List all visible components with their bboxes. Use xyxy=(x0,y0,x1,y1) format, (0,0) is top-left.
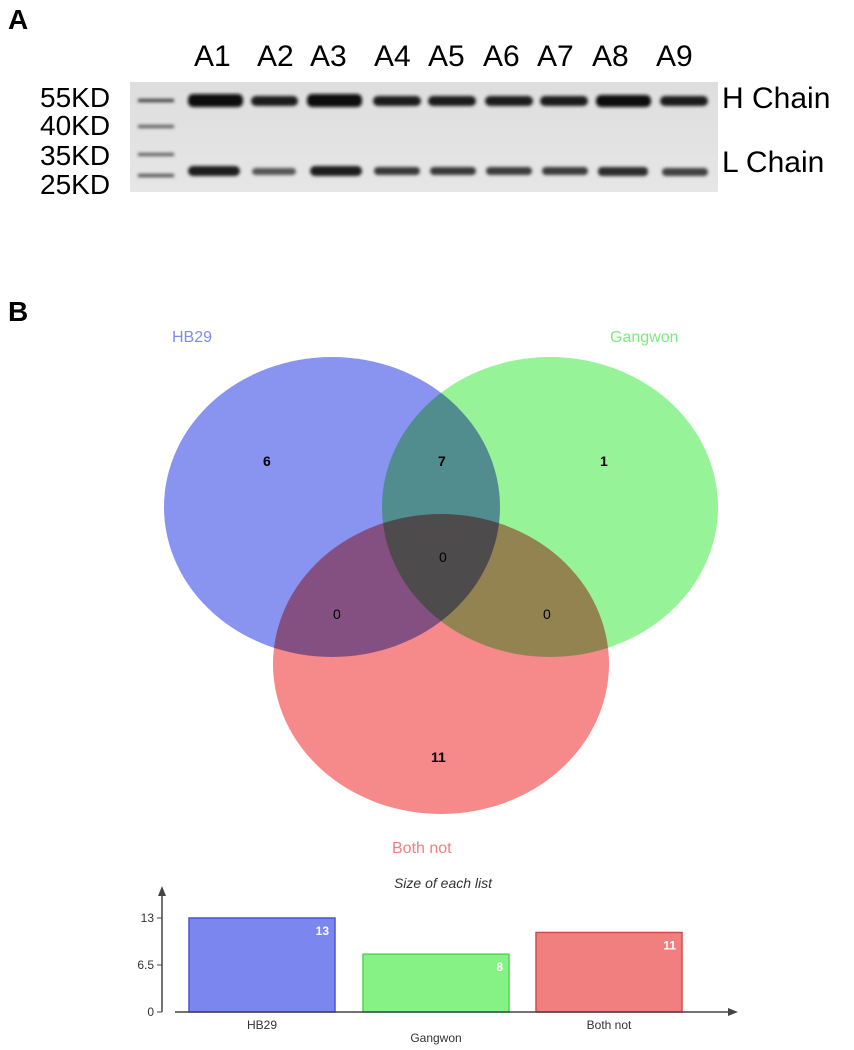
bar-hb29 xyxy=(188,917,336,1013)
marker-label-40kd: 40KD xyxy=(40,110,111,141)
bar-gangwon xyxy=(362,953,510,1013)
light-chain-bands xyxy=(188,166,708,176)
lane-label: A3 xyxy=(310,40,347,73)
y-axis-arrow xyxy=(158,886,166,896)
y-tick-label: 6.5 xyxy=(137,958,154,972)
lane-label: A2 xyxy=(257,40,294,73)
bar-both-not xyxy=(535,931,683,1013)
heavy-chain-bands xyxy=(188,94,708,107)
y-tick-label: 13 xyxy=(141,911,155,925)
venn-count-hb29-gangwon: 7 xyxy=(438,453,446,469)
venn-circle-both-not xyxy=(273,514,609,814)
venn-set-label-hb29: HB29 xyxy=(172,329,212,346)
venn-set-label-both-not: Both not xyxy=(392,840,452,857)
bar-value-label: 11 xyxy=(663,938,676,952)
gel-image xyxy=(130,82,718,192)
x-axis-arrow xyxy=(728,1008,738,1016)
h-chain-label: H Chain xyxy=(722,82,831,115)
venn-diagram: HB29 Gangwon Both not 6 7 1 0 0 0 11 xyxy=(164,329,718,857)
x-category-label: Both not xyxy=(587,1018,632,1032)
chart-title: Size of each list xyxy=(394,875,493,891)
lane-label: A9 xyxy=(656,40,693,73)
venn-count-all-three: 0 xyxy=(439,549,447,565)
marker-label-55kd: 55KD xyxy=(40,82,111,113)
lane-label: A5 xyxy=(428,40,465,73)
venn-count-hb29-only: 6 xyxy=(263,453,271,469)
bar-value-label: 8 xyxy=(496,960,503,974)
l-chain-label: L Chain xyxy=(722,146,825,179)
x-category-label: Gangwon xyxy=(410,1031,461,1045)
venn-count-gangwon-only: 1 xyxy=(600,453,608,469)
bar-value-label: 13 xyxy=(316,924,330,938)
venn-set-label-gangwon: Gangwon xyxy=(610,329,679,346)
marker-ladder xyxy=(138,99,174,177)
marker-label-25kd: 25KD xyxy=(40,169,111,200)
marker-label-35kd: 35KD xyxy=(40,140,111,171)
lane-label: A6 xyxy=(483,40,520,73)
lane-label: A1 xyxy=(194,40,231,73)
x-category-label: HB29 xyxy=(247,1018,277,1032)
y-tick-label: 0 xyxy=(147,1005,154,1019)
lane-label: A8 xyxy=(592,40,629,73)
panel-a-label: A xyxy=(8,4,29,35)
panel-b-label: B xyxy=(8,296,29,327)
venn-count-gangwon-both-not: 0 xyxy=(543,606,551,622)
lane-label: A7 xyxy=(537,40,574,73)
venn-count-hb29-both-not: 0 xyxy=(333,606,341,622)
venn-count-both-not-only: 11 xyxy=(431,749,446,765)
lane-label: A4 xyxy=(374,40,411,73)
